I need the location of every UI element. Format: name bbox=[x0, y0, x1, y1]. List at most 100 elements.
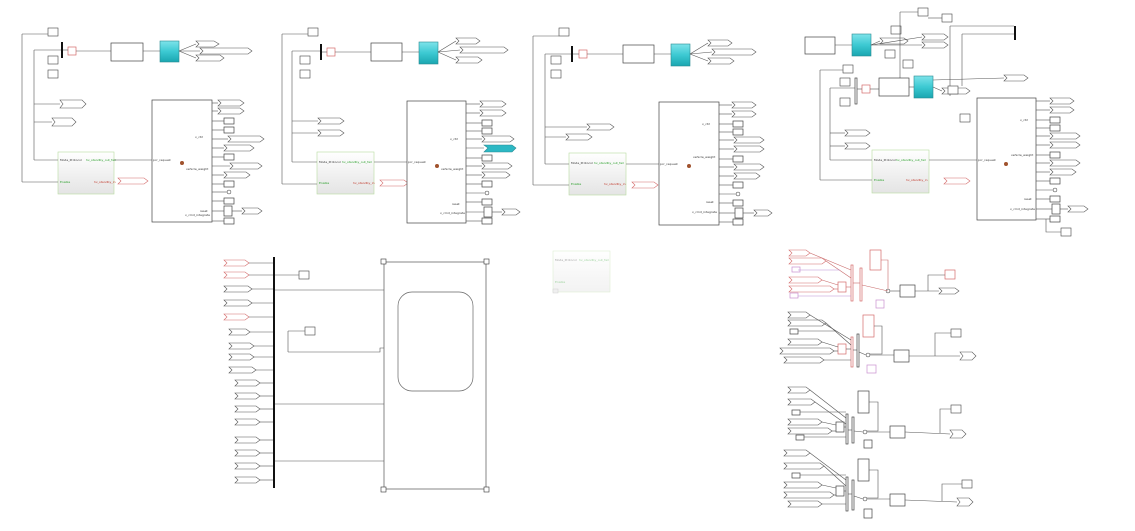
outport[interactable] bbox=[455, 37, 481, 45]
inport[interactable] bbox=[234, 392, 261, 400]
bus-chart-subsystem[interactable] bbox=[223, 257, 490, 493]
constant-block[interactable] bbox=[875, 299, 885, 309]
outport[interactable] bbox=[217, 107, 245, 115]
outport[interactable] bbox=[199, 47, 253, 55]
scope-block[interactable] bbox=[950, 404, 962, 414]
terminator[interactable] bbox=[481, 154, 493, 162]
inport[interactable] bbox=[783, 481, 823, 489]
outport[interactable] bbox=[731, 101, 757, 109]
constant-block[interactable] bbox=[863, 439, 873, 449]
outport[interactable] bbox=[195, 54, 225, 62]
inport[interactable] bbox=[783, 356, 825, 364]
logic-group-1[interactable] bbox=[788, 249, 960, 309]
inport[interactable] bbox=[787, 311, 811, 319]
scope-block[interactable] bbox=[299, 55, 311, 65]
mux-block[interactable] bbox=[851, 479, 855, 511]
outport[interactable] bbox=[1049, 97, 1075, 105]
inport[interactable] bbox=[783, 491, 835, 499]
integrator-block[interactable] bbox=[223, 205, 233, 217]
outport[interactable] bbox=[1067, 205, 1089, 213]
bus-creator[interactable] bbox=[1014, 26, 1016, 40]
relational-operator-block[interactable] bbox=[899, 284, 916, 298]
outport[interactable] bbox=[223, 171, 251, 179]
scope-block[interactable] bbox=[304, 326, 316, 336]
bus-creator[interactable] bbox=[571, 46, 573, 62]
logic-block[interactable] bbox=[835, 421, 845, 433]
inport[interactable] bbox=[844, 129, 871, 137]
inport[interactable] bbox=[223, 299, 253, 307]
scope-block[interactable] bbox=[550, 69, 562, 79]
outport[interactable] bbox=[959, 351, 977, 361]
terminator[interactable] bbox=[481, 119, 493, 127]
terminator[interactable] bbox=[732, 181, 744, 189]
inport[interactable] bbox=[787, 386, 811, 394]
outport[interactable] bbox=[1003, 74, 1029, 82]
faded-subsystem[interactable]: Mode_Protocol hv_standby_out_fail Enable bbox=[552, 250, 611, 294]
logic-block[interactable] bbox=[837, 343, 847, 355]
inport[interactable] bbox=[788, 257, 827, 265]
inport[interactable] bbox=[783, 449, 811, 457]
outport[interactable] bbox=[753, 209, 773, 217]
terminator[interactable] bbox=[481, 217, 493, 225]
mux-block[interactable] bbox=[851, 416, 855, 444]
highlighted-outport[interactable] bbox=[483, 144, 517, 153]
outport[interactable] bbox=[711, 48, 757, 56]
logic-block[interactable] bbox=[862, 314, 875, 338]
inport[interactable] bbox=[228, 342, 255, 350]
outport[interactable] bbox=[455, 56, 483, 64]
logic-block[interactable] bbox=[837, 281, 847, 293]
mode-protocol-subsystem[interactable] bbox=[568, 152, 627, 196]
subsystem-4[interactable]: Mode_Protocol hv_standby_out_fail Enable… bbox=[804, 7, 1089, 237]
inport[interactable] bbox=[228, 353, 255, 361]
terminator[interactable] bbox=[732, 128, 744, 136]
outport[interactable] bbox=[707, 39, 733, 47]
scope-block[interactable] bbox=[839, 97, 851, 107]
scope-block[interactable] bbox=[950, 328, 962, 338]
function-block[interactable] bbox=[110, 42, 144, 62]
terminator[interactable] bbox=[732, 120, 744, 128]
bus-creator[interactable] bbox=[320, 44, 322, 60]
outport[interactable] bbox=[921, 33, 949, 41]
constant-block[interactable] bbox=[795, 434, 805, 441]
scope-block[interactable] bbox=[917, 7, 929, 17]
inport[interactable] bbox=[586, 123, 615, 131]
terminator[interactable] bbox=[732, 199, 744, 207]
outport[interactable] bbox=[241, 207, 263, 215]
inport[interactable] bbox=[234, 405, 261, 413]
cyan-function-block[interactable] bbox=[159, 40, 180, 63]
terminator[interactable] bbox=[223, 126, 235, 134]
inport[interactable] bbox=[788, 285, 835, 293]
inport[interactable] bbox=[51, 117, 77, 127]
resize-handle[interactable] bbox=[380, 486, 387, 493]
logic-group-3[interactable] bbox=[787, 386, 967, 449]
outport[interactable] bbox=[459, 46, 509, 54]
relational-operator-block[interactable] bbox=[889, 493, 906, 507]
mode-protocol-subsystem[interactable] bbox=[552, 250, 611, 293]
terminator[interactable] bbox=[1049, 151, 1061, 159]
terminator[interactable] bbox=[223, 197, 235, 205]
outport[interactable] bbox=[223, 144, 255, 152]
inport[interactable] bbox=[779, 347, 835, 355]
outport[interactable] bbox=[501, 208, 521, 216]
outport[interactable] bbox=[1049, 106, 1075, 114]
resize-handle[interactable] bbox=[483, 486, 490, 493]
constant-block[interactable] bbox=[863, 508, 873, 519]
inport[interactable] bbox=[223, 271, 250, 279]
mux-block[interactable] bbox=[856, 333, 860, 368]
terminator[interactable] bbox=[552, 288, 559, 294]
function-block[interactable] bbox=[370, 42, 403, 62]
outport[interactable] bbox=[731, 110, 757, 118]
outport[interactable] bbox=[733, 163, 765, 171]
outport[interactable] bbox=[481, 135, 515, 143]
function-block[interactable] bbox=[878, 77, 910, 97]
integrator-block[interactable] bbox=[734, 207, 744, 219]
outport[interactable] bbox=[938, 287, 960, 295]
controller-subsystem[interactable] bbox=[976, 97, 1037, 221]
inport[interactable] bbox=[631, 181, 659, 189]
outport[interactable] bbox=[481, 162, 513, 170]
inport[interactable] bbox=[228, 328, 251, 336]
cyan-function-block[interactable] bbox=[670, 43, 691, 67]
outport[interactable] bbox=[227, 135, 265, 143]
inport[interactable] bbox=[379, 179, 409, 187]
